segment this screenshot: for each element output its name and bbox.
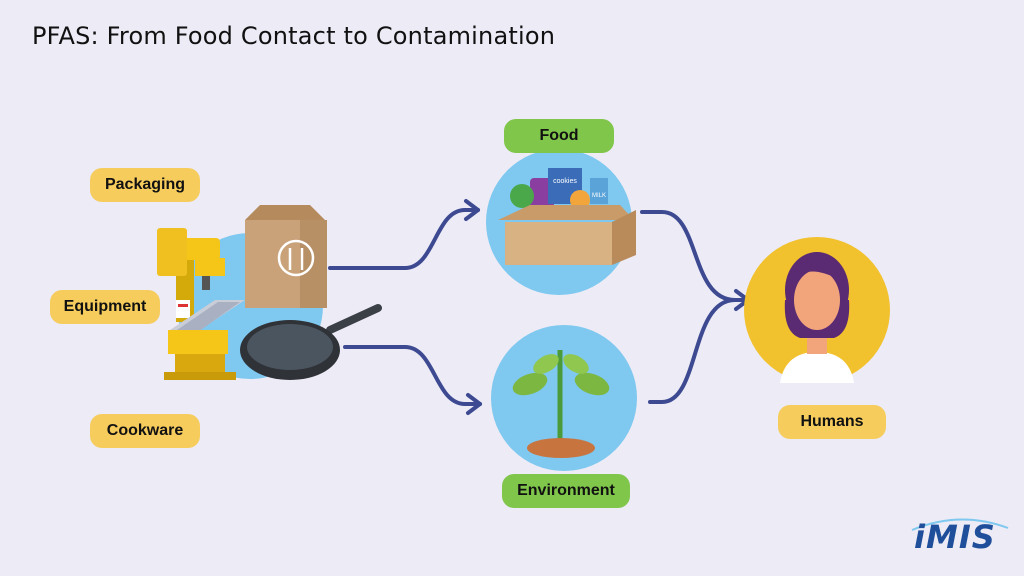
food-box-cookies-label: cookies — [553, 178, 577, 185]
logo-swoosh — [911, 518, 1009, 531]
packaging-bag-icon — [245, 205, 327, 308]
packaging-label: Packaging — [90, 168, 200, 202]
cookware-label: Cookware — [90, 414, 200, 448]
plant-icon — [512, 350, 610, 458]
environment-circle — [491, 325, 637, 471]
humans-label: Humans — [778, 405, 886, 439]
food-box-milk-label: MILK — [592, 193, 606, 199]
flow-arrows — [328, 199, 750, 415]
arrow-cookware-to-environment — [343, 345, 482, 406]
food-label: Food — [504, 119, 614, 153]
diagram-title: PFAS: From Food Contact to Contamination — [32, 22, 556, 50]
arrow-packaging-to-food — [328, 208, 480, 270]
environment-label: Environment — [502, 474, 630, 508]
arrow-cookware-to-environment-head — [466, 393, 482, 415]
equipment-label: Equipment — [50, 290, 160, 324]
arrow-packaging-to-food-head — [464, 199, 480, 221]
human-avatar-icon — [780, 252, 854, 383]
food-box-icon: cookies MILK — [498, 168, 636, 265]
cookware-pan-icon — [240, 304, 382, 380]
arrow-environment-to-humans — [648, 298, 737, 404]
equipment-machine-icon — [157, 228, 245, 380]
arrow-food-to-humans — [640, 210, 750, 302]
imis-logo: iMIS — [914, 518, 996, 556]
